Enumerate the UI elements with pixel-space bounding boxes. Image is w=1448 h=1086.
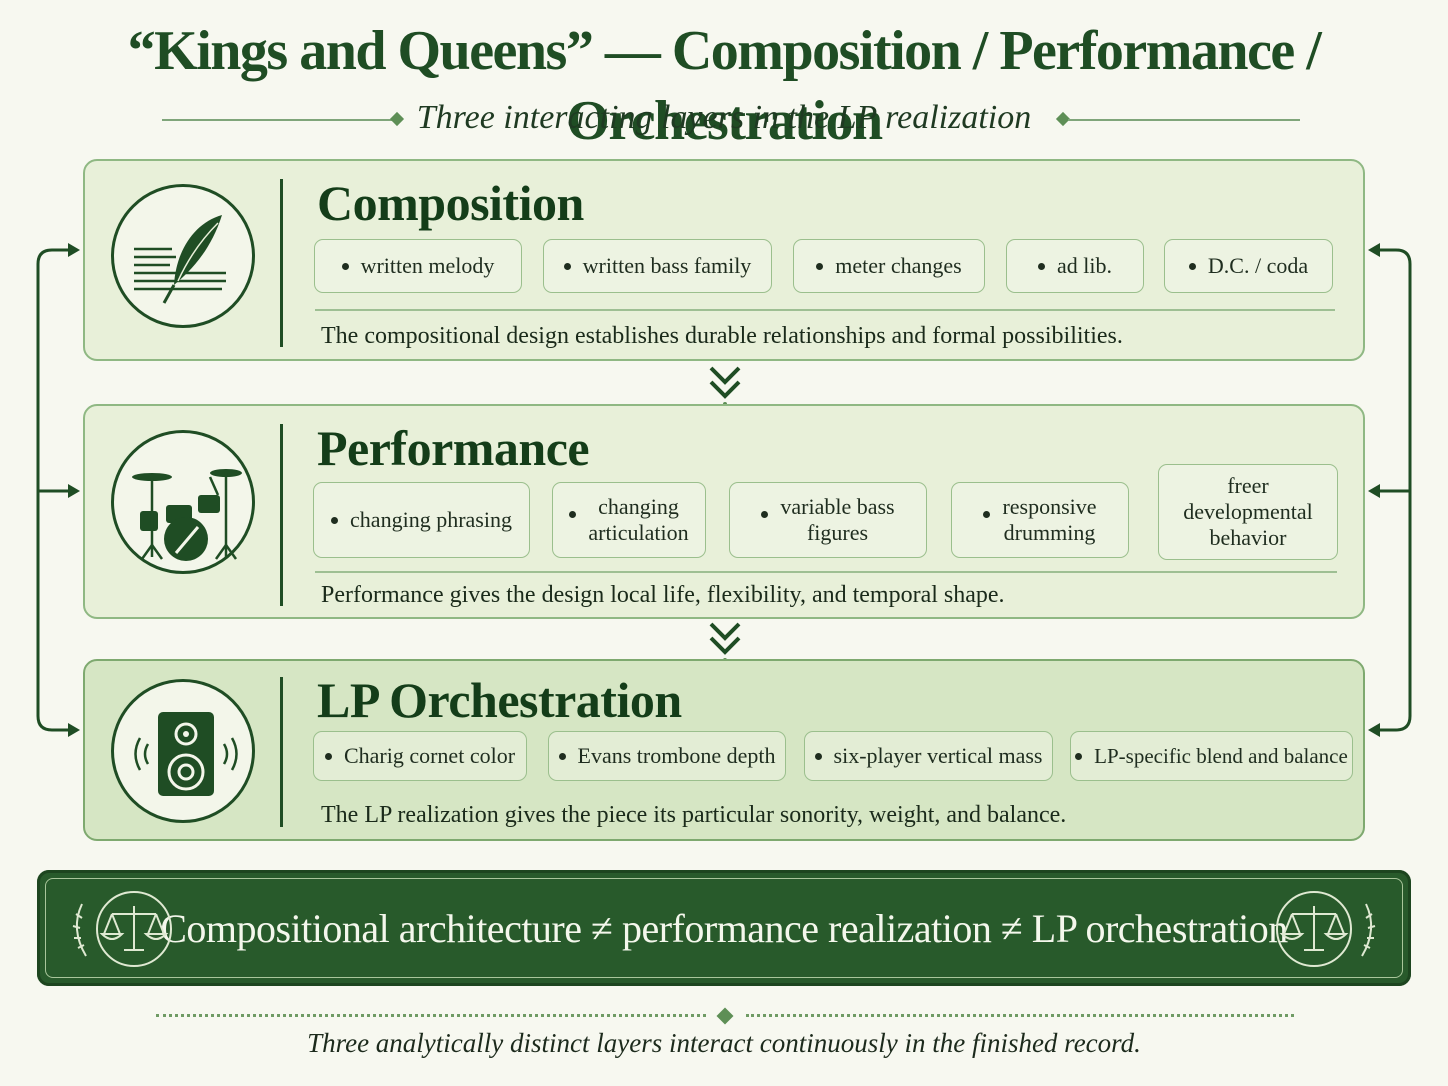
dotted-rule-right [746, 1014, 1294, 1017]
banner-text: Compositional architecture ≠ performance… [160, 905, 1288, 951]
page-title: “Kings and Queens” — Composition / Perfo… [127, 20, 1322, 152]
chip-written-bass-family: written bass family [543, 239, 772, 293]
layer-description: The compositional design establishes dur… [321, 323, 1123, 349]
chip-freer-developmental-behavior: freer developmental behavior [1158, 464, 1338, 560]
quill-icon [111, 184, 255, 328]
layer-lp-orchestration: LP Orchestration Charig cornet color Eva… [83, 659, 1365, 841]
layer-description: The LP realization gives the piece its p… [321, 802, 1067, 828]
chip-evans-trombone-depth: Evans trombone depth [548, 731, 786, 781]
arrowhead-right-icon [68, 484, 80, 498]
scales-icon [72, 891, 172, 967]
chip-ad-lib: ad lib. [1006, 239, 1144, 293]
arrowhead-left-icon [1368, 243, 1380, 257]
layer-rule [315, 309, 1335, 311]
layer-description: Performance gives the design local life,… [321, 582, 1005, 608]
arrowhead-right-icon [68, 243, 80, 257]
chip-variable-bass-figures: variable bass figures [729, 482, 927, 558]
scales-icon [1276, 891, 1376, 967]
chip-written-melody: written melody [314, 239, 522, 293]
chip-responsive-drumming: responsive drumming [951, 482, 1129, 558]
banner-frame [45, 878, 1403, 978]
speaker-icon [111, 679, 255, 823]
arrowhead-right-icon [68, 723, 80, 737]
subtitle-rule-right [1068, 119, 1300, 121]
layer-composition: Composition written melody written bass … [83, 159, 1365, 361]
summary-banner: Compositional architecture ≠ performance… [37, 870, 1411, 986]
subtitle-row: Three interacting layers in the LP reali… [0, 96, 1448, 140]
layer-title: Composition [317, 175, 584, 231]
chip-changing-articulation: changing articulation [552, 482, 706, 558]
chip-dc-coda: D.C. / coda [1164, 239, 1333, 293]
arrowhead-left-icon [1368, 484, 1380, 498]
chip-meter-changes: meter changes [793, 239, 985, 293]
chip-charig-cornet-color: Charig cornet color [313, 731, 527, 781]
chip-lp-specific-blend-and-balance: LP-specific blend and balance [1070, 731, 1353, 781]
page-subtitle: Three interacting layers in the LP reali… [416, 99, 1032, 136]
layer-rule [315, 571, 1337, 573]
subtitle-rule-left [162, 119, 394, 121]
divider-bar [280, 424, 283, 606]
arrowhead-left-icon [1368, 723, 1380, 737]
layer-performance: Performance changing phrasing changing a… [83, 404, 1365, 619]
diamond-ornament [716, 1007, 734, 1025]
layer-title: LP Orchestration [317, 672, 682, 728]
chip-changing-phrasing: changing phrasing [313, 482, 530, 558]
divider-bar [280, 179, 283, 347]
divider-bar [280, 677, 283, 827]
chip-six-player-vertical-mass: six-player vertical mass [804, 731, 1053, 781]
drum-kit-icon [111, 430, 255, 574]
dotted-rule-left [156, 1014, 706, 1017]
footer-ornament [0, 1005, 1448, 1025]
layer-title: Performance [317, 420, 590, 476]
footer-caption: Three analytically distinct layers inter… [307, 1028, 1141, 1058]
